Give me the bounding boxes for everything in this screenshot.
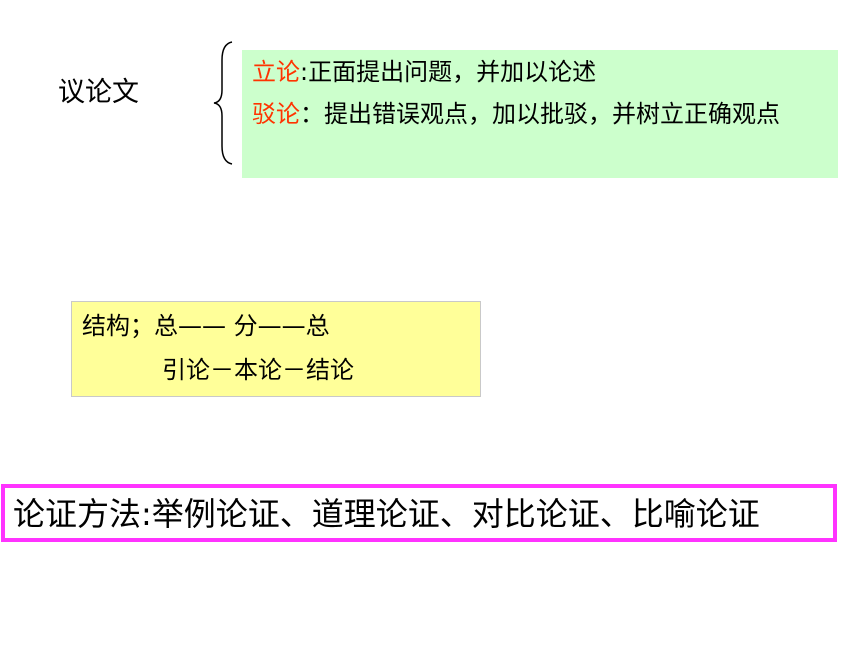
establish-argument-separator: : [300,58,309,86]
argument-methods-text: 论证方法:举例论证、道理论证、对比论证、比喻论证 [13,495,760,533]
left-brace [213,41,233,165]
establish-argument-description: 正面提出问题，并加以论述 [308,58,597,86]
establish-argument-line: 立论:正面提出问题，并加以论述 [252,55,830,89]
refutation-term: 驳论 [252,100,300,128]
argument-types-box: 立论:正面提出问题，并加以论述 驳论：提出错误观点，加以批驳，并树立正确观点 [242,50,838,178]
argument-methods-box: 论证方法:举例论证、道理论证、对比论证、比喻论证 [1,484,837,542]
structure-line-2: 引论－本论－结论 [162,356,354,384]
structure-line-1: 结构；总—— 分——总 [82,312,330,340]
establish-argument-term: 立论 [252,58,300,86]
refutation-line: 驳论：提出错误观点，加以批驳，并树立正确观点 [252,97,830,131]
refutation-description: 提出错误观点，加以批驳，并树立正确观点 [324,100,780,128]
refutation-separator: ： [300,100,324,128]
structure-box: 结构；总—— 分——总 引论－本论－结论 [71,301,481,397]
topic-label: 议论文 [58,77,139,108]
